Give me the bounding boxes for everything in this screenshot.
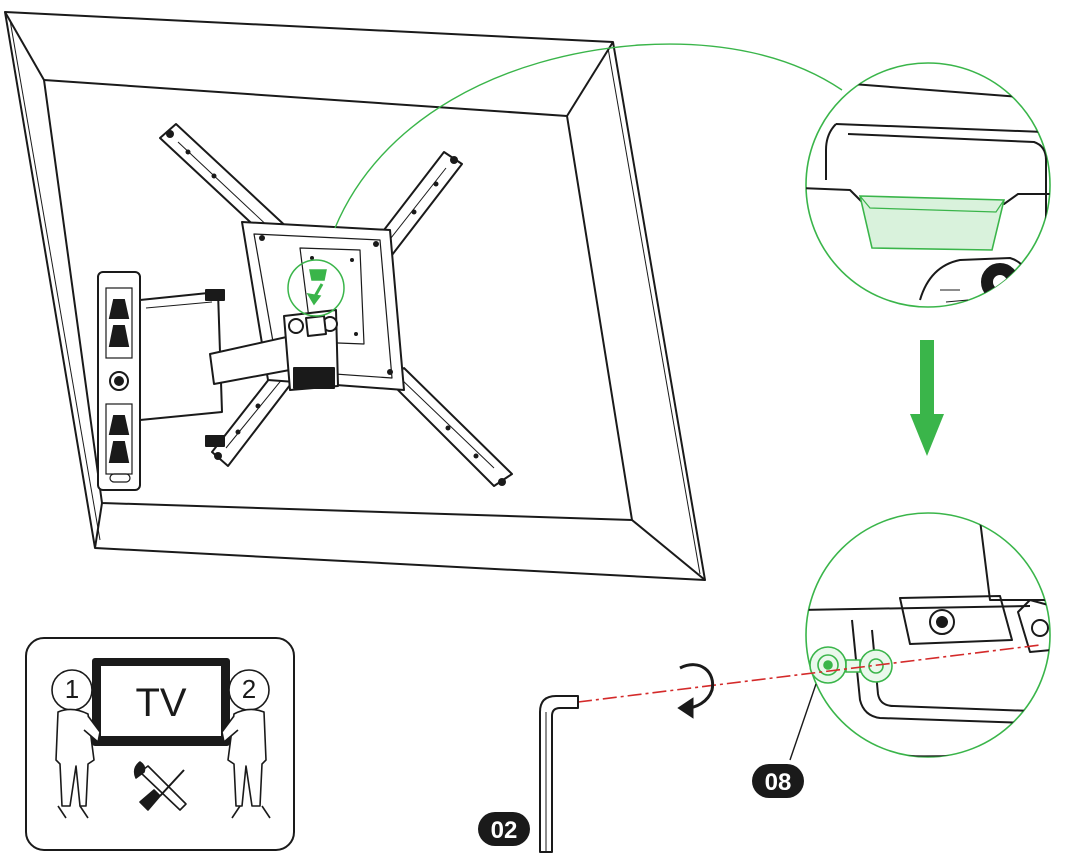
wrench-icon — [133, 761, 187, 811]
two-person-notice: TV 1 2 — [25, 637, 295, 851]
rotate-arrow-icon — [677, 663, 715, 719]
person-number-1: 1 — [65, 674, 79, 704]
detail-screw-view — [805, 512, 1051, 758]
hex-key — [539, 695, 579, 853]
wall-plate — [97, 271, 141, 491]
person-icon — [51, 669, 101, 819]
detail-hook-view — [805, 62, 1051, 308]
alignment-guide — [577, 644, 1041, 703]
down-arrow-icon — [910, 340, 944, 456]
swing-arm — [139, 289, 339, 447]
person-number-2: 2 — [242, 674, 256, 704]
person-icon — [221, 669, 271, 819]
svg-text:02: 02 — [491, 817, 518, 844]
part-badge-08: 08 — [752, 764, 804, 798]
tv-icon: TV — [92, 658, 230, 746]
svg-text:TV: TV — [135, 681, 186, 725]
screwdriver-icon — [139, 769, 185, 811]
part-badge-02: 02 — [478, 812, 530, 846]
svg-text:08: 08 — [765, 769, 792, 796]
part-leader — [789, 683, 817, 761]
callout-marker — [287, 259, 345, 317]
callout-leader — [334, 43, 843, 229]
